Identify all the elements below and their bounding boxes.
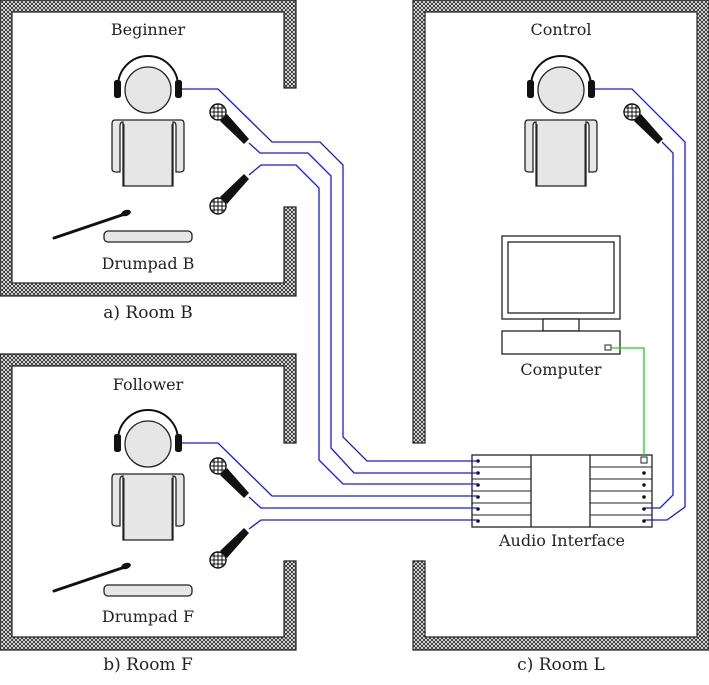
computer-icon (501, 235, 621, 355)
caption-room-b: a) Room B (103, 303, 192, 323)
cable-beginner-mic-2 (248, 164, 478, 485)
person-control-icon (524, 55, 598, 187)
cable-control-mic (645, 141, 674, 509)
cable-beginner-headphones (182, 88, 478, 462)
cable-beginner-mic-1 (248, 142, 478, 474)
microphone-icon (209, 103, 250, 145)
person-beginner-icon (111, 55, 185, 187)
cable-follower-mic-2 (248, 519, 478, 530)
microphone-icon (209, 457, 250, 499)
output-port (642, 483, 646, 487)
cable-follower-headphones (182, 442, 478, 497)
drumpad-f (103, 584, 193, 597)
usb-cable-computer-interface (611, 347, 645, 457)
output-port (642, 495, 646, 499)
drumpad-label-f: Drumpad F (102, 607, 194, 626)
caption-room-l: c) Room L (517, 655, 605, 675)
computer-label: Computer (520, 360, 601, 379)
microphone-icon (209, 173, 250, 215)
output-port (642, 519, 646, 523)
cable-follower-mic-1 (248, 496, 478, 509)
audio-interface-icon (471, 454, 653, 528)
output-port (642, 471, 646, 475)
output-port (642, 507, 646, 511)
audio-cables (182, 88, 686, 530)
person-label-control: Control (530, 20, 591, 39)
cable-control-headphones (595, 88, 686, 521)
person-label-beginner: Beginner (111, 20, 186, 39)
room-l-walls (412, 0, 709, 651)
microphone-icon (623, 103, 664, 145)
audio-interface-label: Audio Interface (498, 531, 625, 550)
person-follower-icon (111, 409, 185, 541)
caption-room-f: b) Room F (103, 655, 193, 675)
drumpad-label-b: Drumpad B (102, 254, 195, 273)
microphone-icon (209, 527, 250, 569)
person-label-follower: Follower (113, 375, 184, 394)
room-b-walls (0, 0, 297, 297)
drumpad-b (103, 230, 193, 243)
room-f-walls (0, 353, 297, 651)
